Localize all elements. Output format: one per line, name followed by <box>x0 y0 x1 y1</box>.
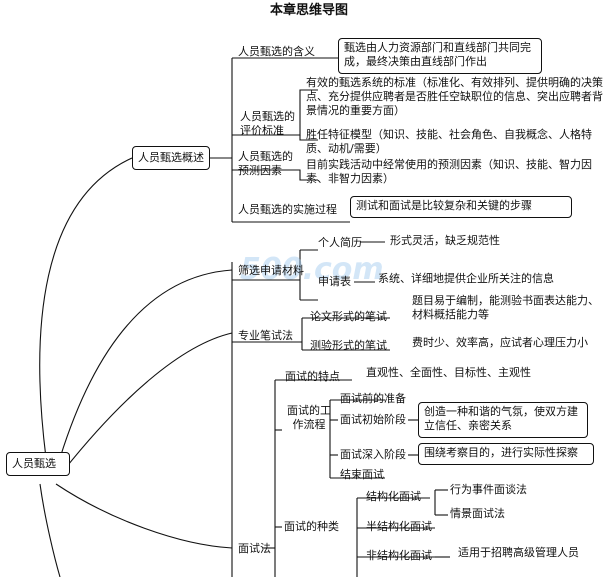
node-features: 面试的特点 <box>285 370 340 383</box>
structured-item-2: 情景面试法 <box>450 507 505 520</box>
node-prep: 面试前的准备 <box>340 392 406 405</box>
root-node: 人员甄选 <box>6 452 70 476</box>
node-form: 申请表 <box>318 275 351 288</box>
evaluation-text: 有效的甄选系统的标准（标准化、有效排列、提供明确的决策点、充分提供应聘者是否胜任… <box>306 76 603 117</box>
meaning-text: 甄选由人力资源部门和直线部门共同完成，最终决策由直线部门作出 <box>338 38 542 74</box>
start-text: 创造一种和谐的气氛，使双方建立信任、亲密关系 <box>418 402 588 438</box>
connector-root-interview <box>39 483 61 577</box>
node-essay: 论文形式的笔试 <box>310 310 387 323</box>
node-unstructured: 非结构化面试 <box>366 549 432 562</box>
form-text: 系统、详细地提供企业所关注的信息 <box>378 272 554 285</box>
node-workflow: 面试的工作流程 <box>287 404 331 431</box>
node-end: 结束面试 <box>340 468 384 481</box>
resume-text: 形式灵活，缺乏规范性 <box>390 234 500 247</box>
connector-root-interview2 <box>55 483 233 549</box>
predictors-text-1: 胜任特征模型（知识、技能、社会角色、自我概念、人格特质、动机/需要） <box>306 128 592 155</box>
connector-root-screen <box>59 269 233 459</box>
node-screening: 筛选申请材料 <box>238 264 304 277</box>
node-structured: 结构化面试 <box>366 490 421 503</box>
essay-text: 题目易于编制，能测验书面表达能力、材料概括能力等 <box>412 294 599 321</box>
node-deep: 面试深入阶段 <box>340 448 406 461</box>
watermark: 500.com <box>240 252 384 287</box>
node-predictors: 人员甄选的预测因素 <box>238 150 293 177</box>
test-text: 费时少、效率高，应试者心理压力小 <box>412 336 588 349</box>
unstructured-text: 适用于招聘高级管理人员 <box>458 546 579 559</box>
predictors-text-2: 目前实践活动中经常使用的预测因素（知识、技能、智力因素、非智力因素） <box>306 158 592 185</box>
page-title: 本章思维导图 <box>270 3 349 18</box>
node-start: 面试初始阶段 <box>340 413 406 426</box>
process-text: 测试和面试是比较复杂和关键的步骤 <box>350 196 572 218</box>
connector-root-overview <box>39 157 133 459</box>
features-text: 直观性、全面性、目标性、主观性 <box>366 366 531 379</box>
node-meaning: 人员甄选的含义 <box>238 45 315 58</box>
structured-item-1: 行为事件面谈法 <box>450 483 527 496</box>
connector-root-written <box>63 332 233 471</box>
deep-text: 围绕考察目的，进行实际性探察 <box>418 443 594 465</box>
node-evaluation: 人员甄选的评价标准 <box>240 110 295 137</box>
node-resume: 个人简历 <box>318 236 362 249</box>
node-semi: 半结构化面试 <box>366 520 432 533</box>
node-overview: 人员甄选概述 <box>132 146 210 170</box>
node-interview: 面试法 <box>238 542 271 555</box>
node-process: 人员甄选的实施过程 <box>238 203 337 216</box>
node-written: 专业笔试法 <box>238 329 293 342</box>
node-types: 面试的种类 <box>284 520 339 533</box>
node-test: 测验形式的笔试 <box>310 339 387 352</box>
